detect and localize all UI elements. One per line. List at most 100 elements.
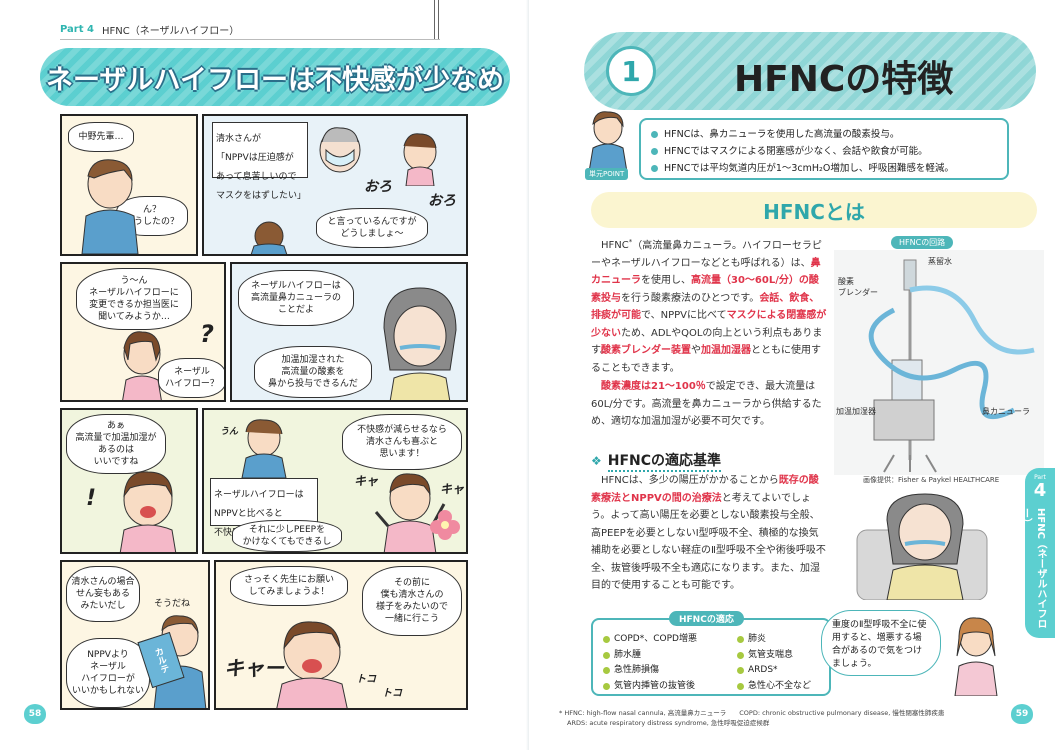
image-credit: 画像提供：Fisher & Paykel HEALTHCARE xyxy=(863,476,1000,484)
manga-panel: 中野先輩… ん？ どうしたの？ xyxy=(60,114,198,256)
part-side-tab[interactable]: Part 4 HFNC（ネーザルハイフロー） xyxy=(1020,468,1055,638)
figure-caption: 加温加湿器 xyxy=(836,407,876,416)
speech-balloon: う〜ん ネーザルハイフローに 変更できるか担当医に 聞いてみようか… xyxy=(76,268,192,330)
speech-balloon: その前に 僕も清水さんの 様子をみたいので 一緒に行こう xyxy=(362,566,462,636)
bullet-icon xyxy=(651,131,658,138)
nurse-character xyxy=(81,159,139,254)
speech-balloon: ネーザルハイフローは 高流量鼻カニューラの ことだよ xyxy=(238,270,354,326)
nurse-advice-balloon: 重度のⅡ型呼吸不全に使用すると、増悪する場合があるので気をつけましょう。 xyxy=(821,610,941,676)
divider xyxy=(434,0,435,40)
indication-item: COPD*、COPD増悪 xyxy=(603,632,697,648)
nurse-character xyxy=(954,617,998,696)
side-tab-part: Part xyxy=(1034,474,1046,481)
body-paragraph: HFNC*（高流量鼻カニューラ。ハイフローセラピーやネーザルハイフローなどとも呼… xyxy=(591,234,827,360)
footnotes: * HFNC: high-flow nasal cannula, 高流量鼻カニュ… xyxy=(559,708,1039,728)
balloon-text: 不快感が減らせるなら 清水さんも喜ぶと 思います！ xyxy=(357,425,447,459)
section-number: 1 xyxy=(621,54,641,88)
highlight-text: 鼻カニューラ xyxy=(591,257,821,287)
patient-character xyxy=(383,287,457,400)
point-tag: 単元POINT xyxy=(585,168,629,180)
balloon-text: さっそく先生にお願い してみましょうよ！ xyxy=(243,575,334,597)
indication-text: ARDS* xyxy=(748,665,778,675)
section-number-circle: 1 xyxy=(606,46,656,96)
section-heading: HFNCとは xyxy=(763,199,865,224)
part-header: Part 4 HFNC（ネーザルハイフロー） xyxy=(60,20,440,40)
balloon-text: ん？ どうしたの？ xyxy=(124,205,179,227)
speech-balloon: それに少しPEEPを かけなくてもできるし xyxy=(232,520,342,552)
manga-panel: 清水さんの場合 せん妄もある みたいだし NPPVより ネーザル ハイフローが … xyxy=(60,560,210,710)
manga-panel: さっそく先生にお願い してみましょうよ！ その前に 僕も清水さんの 様子をみたい… xyxy=(214,560,468,710)
figure-caption: 鼻カニューラ xyxy=(982,407,1030,416)
caption-box: 清水さんが 「NPPVは圧迫感が あって息苦しいので マスクをはずしたい」 xyxy=(212,122,308,201)
highlight-text: マスクによる閉塞感が少ない xyxy=(591,310,827,339)
nurse-character xyxy=(119,471,177,552)
highlight-text: 酸素ブレンダー装置 xyxy=(601,345,691,356)
nurse-character xyxy=(403,133,437,186)
highlight-text: 既存の酸素療法とNPPVの間の治療法 xyxy=(591,475,819,504)
speech-balloon: さっそく先生にお願い してみましょうよ！ xyxy=(230,566,348,606)
balloon-text: あぁ 高流量で加温加湿が あるのは いいですね xyxy=(75,421,157,467)
bullet-icon xyxy=(603,636,610,644)
indication-text: COPD*、COPD増悪 xyxy=(614,634,697,644)
section-heading-bar: HFNCとは xyxy=(591,192,1037,228)
manga-panel: 清水さんが 「NPPVは圧迫感が あって息苦しいので マスクをはずしたい」 と言… xyxy=(202,114,468,256)
indication-item: ARDS* xyxy=(737,663,811,679)
speech-balloon: ネーザル ハイフロー？ xyxy=(158,358,224,398)
indication-item: 肺水腫 xyxy=(603,648,697,664)
side-tab-title: HFNC（ネーザルハイフロー） xyxy=(1020,508,1046,629)
exclamation-mark: ! xyxy=(86,486,97,511)
indication-text: 気管支喘息 xyxy=(748,649,794,660)
caption-box: ネーザルハイフローは NPPVと比べると 不快感が少ないんだよ xyxy=(210,478,318,538)
part-title: HFNC（ネーザルハイフロー） xyxy=(101,26,240,37)
sound-effect: トコ xyxy=(356,674,376,685)
text-span: で設定でき、最大流量は60L/分です。高流量を鼻カニューラから供給するため、適切… xyxy=(591,381,822,427)
footnote: ARDS: acute respiratory distress syndrom… xyxy=(567,719,770,727)
nurse-character xyxy=(241,419,287,478)
indications-title: HFNCの適応 xyxy=(669,611,744,626)
balloon-text: 中野先輩… xyxy=(78,132,124,142)
text-span: HFNC xyxy=(601,240,629,252)
patient-illustration xyxy=(856,493,988,600)
text-span: を使用し、 xyxy=(641,275,691,287)
highlight-text: 高流量（30〜60L/分）の酸素投与 xyxy=(591,275,819,304)
body-paragraph: 酸素濃度は21〜100％で設定でき、最大流量は60L/分です。高流量を鼻カニュー… xyxy=(591,378,827,431)
side-tab-number: 4 xyxy=(1033,480,1047,501)
balloon-text: 加温加湿された 高流量の酸素を 鼻から投与できるんだ xyxy=(268,355,358,389)
balloon-text: ネーザル ハイフロー？ xyxy=(165,367,219,389)
bullet-icon xyxy=(737,651,744,659)
highlight-text: 会話、飲食、排痰が可能 xyxy=(591,292,820,322)
key-point-text: HFNCではマスクによる閉塞感が少なく、会話や飲食が可能。 xyxy=(664,146,928,157)
text-span: ため、ADLやQOLの向上という利点もあります。 xyxy=(591,327,823,357)
highlight-text: 酸素濃度は21〜100％ xyxy=(601,381,706,392)
balloon-text: そうだね xyxy=(154,599,191,609)
text-span: HFNCは、多少の陽圧がかかることから xyxy=(601,475,779,486)
speech-balloon: 加温加湿された 高流量の酸素を 鼻から投与できるんだ xyxy=(254,346,372,398)
advice-text: 重度のⅡ型呼吸不全に使用すると、増悪する場合があるので気をつけましょう。 xyxy=(832,620,927,669)
balloon-text: ネーザルハイフローは 高流量鼻カニューラの ことだよ xyxy=(250,281,341,315)
indication-text: 気管内挿管の抜管後 xyxy=(614,680,696,691)
nurse-mascot xyxy=(588,111,628,172)
indication-text: 肺炎 xyxy=(748,634,767,644)
sound-effect: トコ xyxy=(382,688,402,699)
bullet-icon xyxy=(651,165,658,172)
speech-balloon: 不快感が減らせるなら 清水さんも喜ぶと 思います！ xyxy=(342,414,462,470)
indication-text: 急性心不全など xyxy=(748,680,812,691)
figure-label: HFNCの回路 xyxy=(891,236,954,249)
balloon-text: それに少しPEEPを かけなくてもできるし xyxy=(242,525,332,547)
key-points-box: HFNCは、鼻カニューラを使用した高流量の酸素投与。 HFNCではマスクによる閉… xyxy=(639,118,1009,180)
indication-text: 急性肺損傷 xyxy=(614,665,660,675)
key-point: HFNCは、鼻カニューラを使用した高流量の酸素投与。 xyxy=(651,126,997,143)
title-banner: ネーザルハイフローは不快感が少なめ xyxy=(40,48,510,106)
footnote: * HFNC: high-flow nasal cannula, 高流量鼻カニュ… xyxy=(559,709,945,717)
chart-label: カルテ xyxy=(151,645,170,675)
bullet-icon xyxy=(603,667,610,675)
balloon-text: NPPVより ネーザル ハイフローが いいかもしれない xyxy=(71,650,144,696)
flower-decoration xyxy=(430,510,460,540)
speech-balloon: 中野先輩… xyxy=(68,122,134,152)
bullet-icon xyxy=(737,682,744,690)
body-paragraph: 酸素ブレンダー装置や加温加湿器とともに使用することもできます。 xyxy=(591,342,827,377)
sound-effect: キャ xyxy=(354,474,379,488)
diamond-icon: ❖ xyxy=(591,454,602,468)
indication-text: 肺水腫 xyxy=(614,649,642,660)
body-paragraph: HFNCは、多少の陽圧がかかることから既存の酸素療法とNPPVの間の治療法と考え… xyxy=(591,472,827,595)
